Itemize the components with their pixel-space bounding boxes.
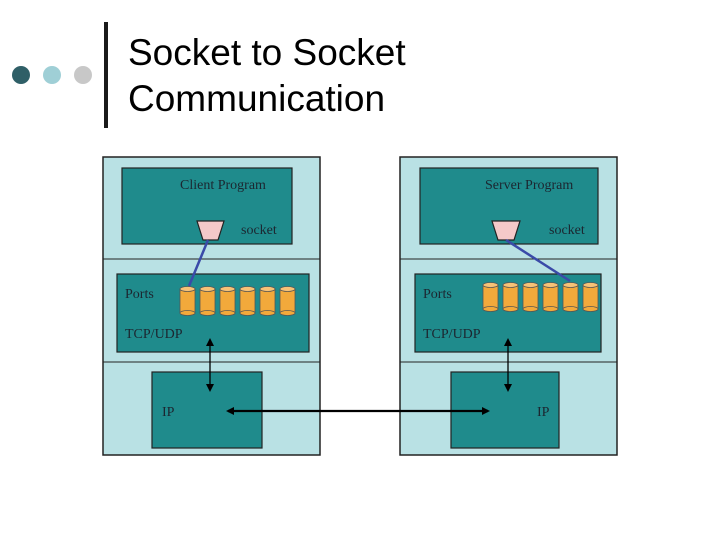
- client-socket-icon: [196, 220, 225, 241]
- server-ip-label: IP: [537, 405, 550, 420]
- client-ports: [179, 286, 296, 316]
- client-host: Client Program socket Ports TCP/UDP IP: [102, 156, 321, 456]
- client-port-cylinder: [279, 286, 296, 316]
- client-ip-label: IP: [162, 405, 175, 420]
- dot-dark: [12, 66, 30, 84]
- client-port-cylinder: [179, 286, 196, 316]
- title-line-2: Communication: [128, 78, 386, 119]
- client-port-cylinder: [259, 286, 276, 316]
- title-divider: [104, 22, 108, 128]
- server-port-cylinder: [522, 282, 539, 312]
- server-ports: [482, 282, 599, 312]
- client-socket-label: socket: [241, 223, 277, 238]
- server-program-label: Server Program: [485, 178, 573, 193]
- client-tcp-label: TCP/UDP: [125, 327, 183, 342]
- server-port-cylinder: [502, 282, 519, 312]
- dot-light: [43, 66, 61, 84]
- server-ports-label: Ports: [423, 287, 452, 302]
- bullet-dots: [12, 66, 96, 84]
- server-socket-to-port-line: [505, 238, 571, 283]
- client-program-label: Client Program: [180, 178, 266, 193]
- server-port-cylinder: [562, 282, 579, 312]
- client-port-cylinder: [219, 286, 236, 316]
- page-title: Socket to Socket Communication: [128, 30, 406, 122]
- server-socket-label: socket: [549, 223, 585, 238]
- server-port-cylinder: [542, 282, 559, 312]
- client-port-cylinder: [239, 286, 256, 316]
- client-ports-label: Ports: [125, 287, 154, 302]
- server-port-cylinder: [482, 282, 499, 312]
- client-port-cylinder: [199, 286, 216, 316]
- server-socket-icon: [491, 220, 521, 241]
- dot-grey: [74, 66, 92, 84]
- client-socket-to-port-line: [187, 239, 210, 287]
- title-line-1: Socket to Socket: [128, 32, 406, 73]
- server-tcp-label: TCP/UDP: [423, 327, 481, 342]
- server-port-cylinder: [582, 282, 599, 312]
